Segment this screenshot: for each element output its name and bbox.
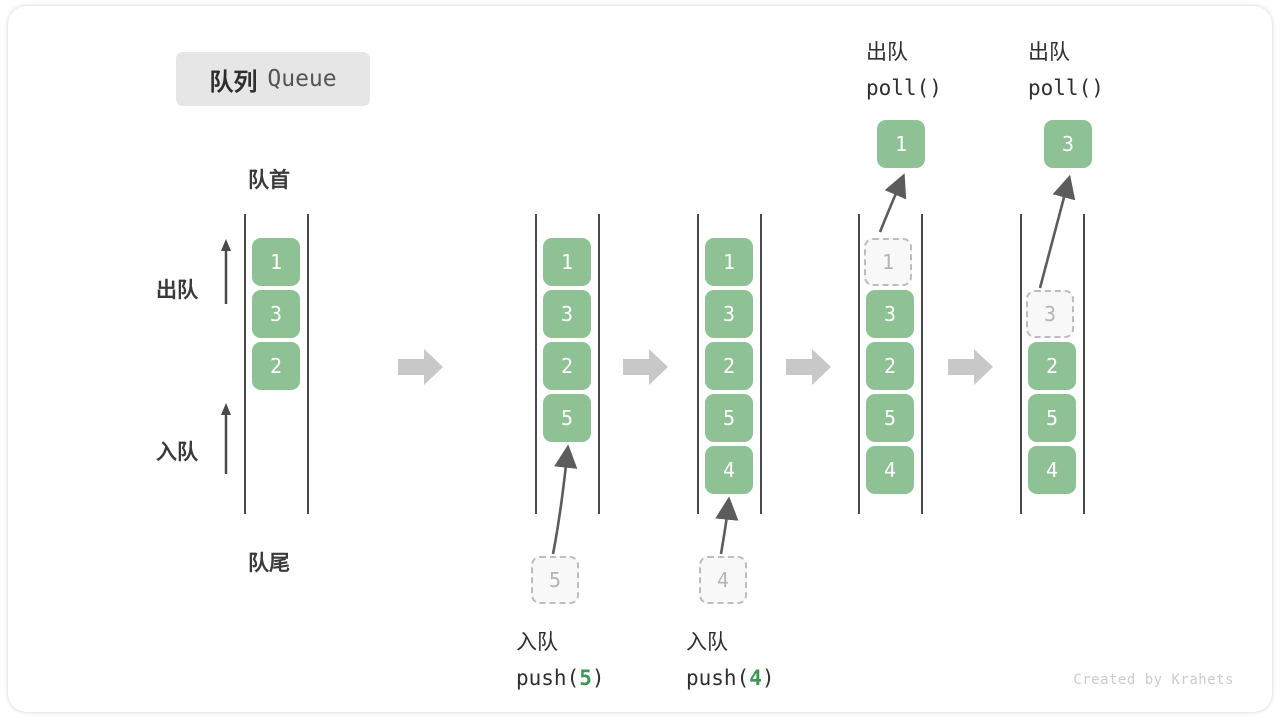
queue-cell: 3 xyxy=(543,290,591,338)
diagram-title-chip: 队列 Queue xyxy=(176,52,370,106)
rail-right-4 xyxy=(921,214,923,514)
outgoing-element: 1 xyxy=(877,120,925,168)
queue-cell-new: 4 xyxy=(705,446,753,494)
queue-cell: 5 xyxy=(705,394,753,442)
poll-3-motion-arrow xyxy=(1038,174,1076,289)
rail-left-3 xyxy=(697,214,699,514)
operation-call-suffix: ) xyxy=(591,666,605,690)
diagram-card: 队列 Queue 队首 队尾 1 3 2 出队 入队 xyxy=(8,6,1272,712)
operation-label-cn: 入队 xyxy=(516,630,558,654)
operation-label-cn: 出队 xyxy=(866,40,908,64)
queue-cell: 2 xyxy=(705,342,753,390)
queue-cell: 2 xyxy=(866,342,914,390)
operation-call-suffix: ) xyxy=(929,76,942,100)
operation-call-arg: 5 xyxy=(579,666,592,690)
dequeue-direction-arrow-icon xyxy=(219,238,233,304)
rail-left-4 xyxy=(858,214,860,514)
operation-label-push-4: 入队 push(4) xyxy=(686,624,775,696)
step-arrow-icon xyxy=(623,348,669,386)
operation-call-prefix: poll( xyxy=(866,76,930,100)
head-label: 队首 xyxy=(248,168,290,192)
operation-call-prefix: push( xyxy=(686,666,750,690)
rail-right-5 xyxy=(1083,214,1085,514)
queue-cell: 2 xyxy=(543,342,591,390)
incoming-element-ghost: 4 xyxy=(699,556,747,604)
queue-cell: 1 xyxy=(543,238,591,286)
queue-cell: 3 xyxy=(866,290,914,338)
queue-cell: 3 xyxy=(252,290,300,338)
step-arrow-icon xyxy=(948,348,994,386)
diagram-title-en: Queue xyxy=(267,66,337,92)
rail-left-1 xyxy=(244,214,246,514)
dequeue-label: 出队 xyxy=(156,278,198,302)
queue-cell: 2 xyxy=(252,342,300,390)
operation-call-suffix: ) xyxy=(1091,76,1104,100)
outgoing-element: 3 xyxy=(1044,120,1092,168)
rail-left-5 xyxy=(1020,214,1022,514)
queue-cell: 1 xyxy=(252,238,300,286)
poll-1-motion-arrow xyxy=(878,173,907,233)
credit-label: Created by Krahets xyxy=(1073,672,1234,688)
step-arrow-icon xyxy=(786,348,832,386)
queue-cell-new: 5 xyxy=(543,394,591,442)
queue-cell: 2 xyxy=(1028,342,1076,390)
rail-right-3 xyxy=(760,214,762,514)
queue-cell: 5 xyxy=(1028,394,1076,442)
operation-label-cn: 入队 xyxy=(686,630,728,654)
operation-label-cn: 出队 xyxy=(1028,40,1070,64)
push-4-motion-arrow xyxy=(715,496,739,555)
removed-element-ghost: 3 xyxy=(1026,290,1074,338)
diagram-title-cn: 队列 xyxy=(209,67,258,96)
operation-call-arg: 4 xyxy=(749,666,762,690)
queue-cell: 3 xyxy=(705,290,753,338)
queue-cell: 4 xyxy=(866,446,914,494)
queue-cell: 4 xyxy=(1028,446,1076,494)
rail-left-2 xyxy=(535,214,537,514)
push-5-motion-arrow xyxy=(551,444,578,555)
step-arrow-icon xyxy=(398,348,444,386)
removed-element-ghost: 1 xyxy=(864,238,912,286)
operation-call-prefix: push( xyxy=(516,666,580,690)
operation-call-suffix: ) xyxy=(761,666,775,690)
queue-cell: 5 xyxy=(866,394,914,442)
operation-call-prefix: poll( xyxy=(1028,76,1092,100)
incoming-element-ghost: 5 xyxy=(531,556,579,604)
operation-label-poll-1: 出队 poll() xyxy=(866,34,942,106)
enqueue-label: 入队 xyxy=(156,440,198,464)
rail-right-2 xyxy=(598,214,600,514)
operation-label-push-5: 入队 push(5) xyxy=(516,624,605,696)
rail-right-1 xyxy=(307,214,309,514)
operation-label-poll-3: 出队 poll() xyxy=(1028,34,1104,106)
queue-cell: 1 xyxy=(705,238,753,286)
tail-label: 队尾 xyxy=(248,551,290,575)
enqueue-direction-arrow-icon xyxy=(219,402,233,474)
